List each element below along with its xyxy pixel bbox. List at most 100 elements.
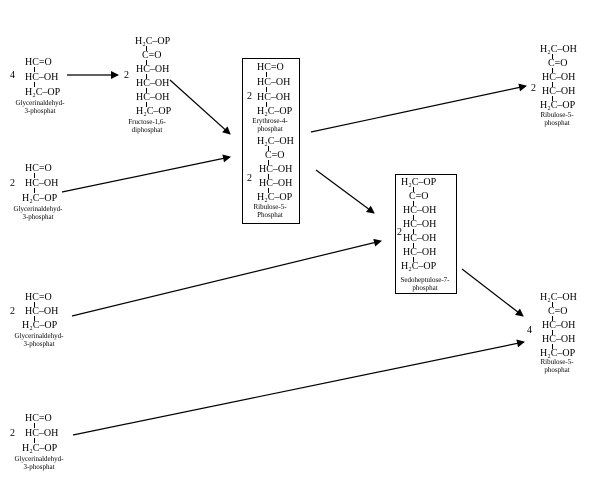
coefficient: 2 bbox=[247, 173, 252, 184]
bond-line bbox=[146, 60, 147, 65]
formula-row: HC–OH bbox=[403, 247, 437, 258]
molecule-caption: Glycerinaldehyd- 3-phosphat bbox=[13, 205, 63, 221]
coefficient: 2 bbox=[531, 83, 536, 94]
bond-line bbox=[552, 54, 553, 59]
formula-row: HC–OH bbox=[542, 86, 576, 97]
arrow-gap4-to-ru5p-bot bbox=[72, 339, 525, 436]
bond-line bbox=[413, 201, 414, 206]
formula-row: HC–OH bbox=[259, 164, 293, 175]
formula-row: C=O bbox=[548, 58, 568, 69]
coefficient: 2 bbox=[10, 428, 15, 439]
formula-row: C=O bbox=[548, 306, 568, 317]
formula-row: HC=O bbox=[25, 413, 52, 424]
coefficient: 2 bbox=[10, 306, 15, 317]
bond-line bbox=[552, 68, 553, 73]
bond-line bbox=[34, 316, 35, 321]
bond-line bbox=[34, 188, 35, 193]
bond-line bbox=[552, 344, 553, 349]
formula-row: H₂C–OP bbox=[401, 261, 437, 272]
bond-line bbox=[413, 187, 414, 192]
bond-line bbox=[146, 74, 147, 79]
formula-row: HC–OH bbox=[25, 306, 59, 317]
formula-row: C=O bbox=[409, 191, 429, 202]
formula-row: C=O bbox=[265, 150, 285, 161]
molecule-caption: Ribulose-5- phosphat bbox=[540, 111, 574, 127]
formula-row: HC–OH bbox=[25, 428, 59, 439]
bond-line bbox=[268, 146, 269, 151]
formula-row: H₂C–OH bbox=[540, 44, 577, 55]
formula-row: H₂C–OP bbox=[257, 192, 293, 203]
molecule-caption: Erythrose-4- phosphat bbox=[252, 117, 288, 133]
formula-row: H₂C–OP bbox=[257, 106, 293, 117]
bond-line bbox=[34, 438, 35, 443]
bond-line bbox=[552, 82, 553, 87]
formula-row: C=O bbox=[142, 50, 162, 61]
formula-row: HC=O bbox=[25, 163, 52, 174]
molecule-caption: Ribulose-5- phosphat bbox=[540, 358, 574, 374]
coefficient: 2 bbox=[10, 178, 15, 189]
molecule-caption: Glycerinaldehyd- 3-phosphat bbox=[14, 455, 64, 471]
bond-line bbox=[552, 96, 553, 101]
molecule-caption: Glycerinaldehyd- 3-phosphat bbox=[15, 99, 65, 115]
bond-line bbox=[552, 330, 553, 335]
formula-row: HC=O bbox=[257, 62, 284, 73]
formula-row: H₂C–OP bbox=[22, 320, 58, 331]
coefficient: 2 bbox=[247, 91, 252, 102]
bond-line bbox=[34, 302, 35, 307]
coefficient: 4 bbox=[527, 325, 532, 336]
erythrose-ribulose-box bbox=[242, 58, 300, 224]
coefficient: 4 bbox=[10, 70, 15, 81]
formula-row: HC–OH bbox=[542, 72, 576, 83]
arrow-gap3-to-s7p bbox=[71, 238, 382, 317]
formula-row: HC–OH bbox=[403, 205, 437, 216]
formula-row: H₂C–OH bbox=[257, 136, 294, 147]
bond-line bbox=[413, 257, 414, 262]
molecule-caption: Glycerinaldehyd- 3-phosphat bbox=[14, 332, 64, 348]
molecule-caption: Ribulose-5- Phosphat bbox=[253, 203, 287, 219]
arrow-fbp-to-box bbox=[169, 79, 231, 135]
formula-row: H₂C–OP bbox=[540, 348, 576, 359]
bond-line bbox=[34, 67, 35, 72]
bond-line bbox=[268, 160, 269, 165]
formula-row: HC–OH bbox=[136, 78, 170, 89]
bond-line bbox=[146, 102, 147, 107]
formula-row: HC–OH bbox=[136, 92, 170, 103]
bond-line bbox=[552, 302, 553, 307]
formula-row: H₂C–OP bbox=[540, 100, 576, 111]
arrow-box-to-ru5p-top bbox=[310, 83, 527, 133]
formula-row: H₂C–OP bbox=[135, 36, 171, 47]
formula-row: HC–OH bbox=[542, 320, 576, 331]
bond-line bbox=[146, 88, 147, 93]
arrow-gap2-to-box bbox=[61, 154, 231, 193]
formula-row: HC–OH bbox=[542, 334, 576, 345]
molecule-caption: Fructose-1,6- diphosphat bbox=[128, 118, 166, 134]
bond-line bbox=[413, 229, 414, 234]
arrow-box-to-s7p bbox=[315, 169, 375, 214]
formula-row: HC–OH bbox=[25, 178, 59, 189]
bond-line bbox=[413, 243, 414, 248]
bond-line bbox=[268, 174, 269, 179]
sedoheptulose-box bbox=[395, 174, 457, 294]
formula-row: HC=O bbox=[25, 292, 52, 303]
bond-line bbox=[266, 102, 267, 107]
bond-line bbox=[266, 72, 267, 77]
coefficient: 2 bbox=[124, 70, 129, 81]
formula-row: HC–OH bbox=[259, 178, 293, 189]
bond-line bbox=[266, 87, 267, 92]
bond-line bbox=[34, 82, 35, 87]
formula-row: HC–OH bbox=[257, 92, 291, 103]
formula-row: HC–OH bbox=[257, 77, 291, 88]
bond-line bbox=[268, 188, 269, 193]
formula-row: H₂C–OH bbox=[540, 292, 577, 303]
formula-row: H₂C–OP bbox=[25, 87, 61, 98]
arrow-s7p-to-ru5p-bot bbox=[461, 268, 524, 317]
formula-row: HC–OH bbox=[136, 64, 170, 75]
formula-row: HC–OH bbox=[25, 72, 59, 83]
bond-line bbox=[146, 46, 147, 51]
formula-row: H₂C–OP bbox=[22, 193, 58, 204]
formula-row: HC=O bbox=[25, 57, 52, 68]
bond-line bbox=[552, 316, 553, 321]
formula-row: H₂C–OP bbox=[22, 443, 58, 454]
